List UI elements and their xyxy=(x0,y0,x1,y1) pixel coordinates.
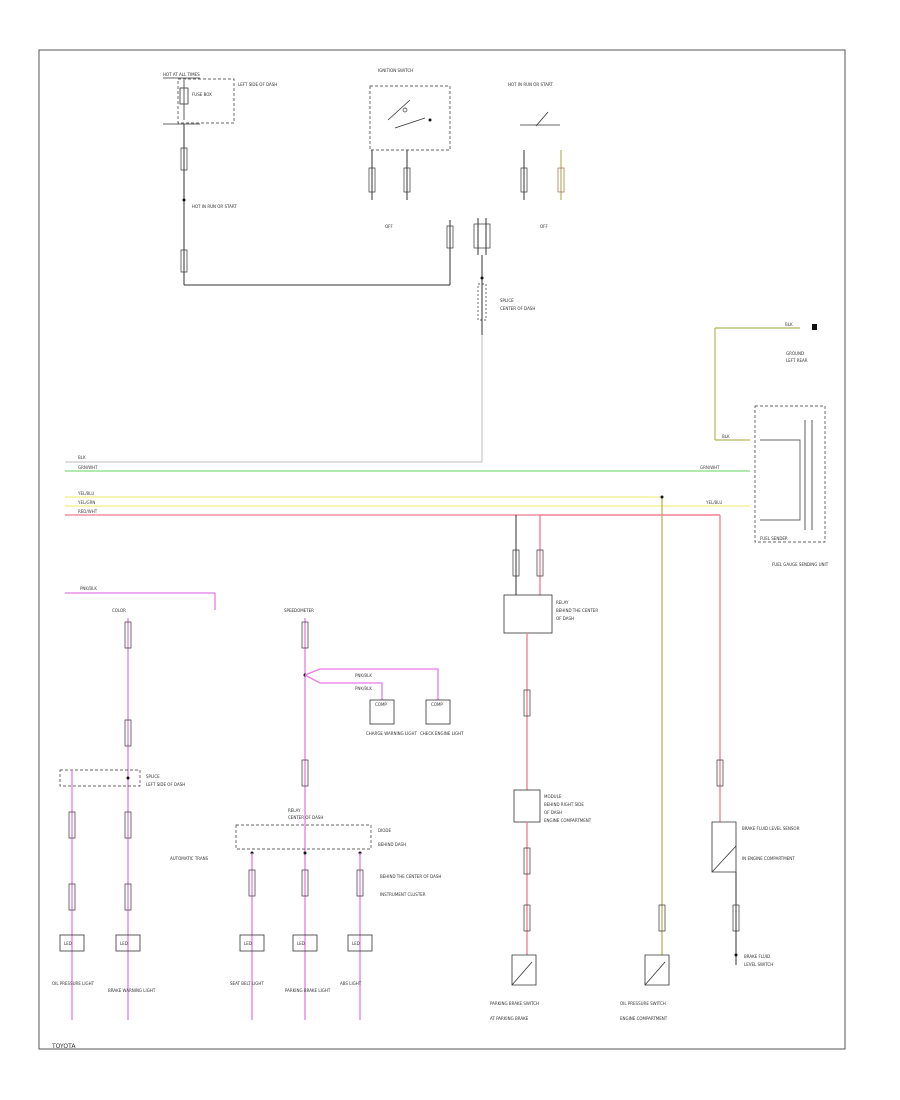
comp-module-label: MODULE xyxy=(544,794,562,799)
bottom-4-label: PARKING BRAKE LIGHT xyxy=(285,988,331,993)
left-pink-block: PNK/BLK COLOR SPLICE LEFT SIDE OF DASH xyxy=(59,586,216,1020)
splice-center-label: SPLICE xyxy=(500,298,514,303)
bottom-switch-c-label: BRAKE FLUID xyxy=(744,954,770,959)
center-location: CENTER OF DASH xyxy=(500,306,535,311)
bottom-4-tag: LED xyxy=(297,941,305,946)
bottom-3-tag: LED xyxy=(244,941,252,946)
wire-grn-wht-label: GRN/WHT xyxy=(78,465,98,470)
comp-b-tag: COMP xyxy=(431,702,443,707)
wire-blk-right2-label: BLK xyxy=(722,434,730,439)
fuel-sender-block: BLK GROUND LEFT REAR BLK GRN/WHT YEL/BLU… xyxy=(700,322,829,567)
fuel-gauge-unit-label: FUEL GAUGE SENDING UNIT xyxy=(772,562,829,567)
right-gauge-label: BRAKE FLUID LEVEL SENSOR xyxy=(742,826,800,831)
comp-b-label: CHECK ENGINE LIGHT xyxy=(420,731,464,736)
bottom-switch-b-label: OIL PRESSURE SWITCH xyxy=(620,1001,666,1006)
wire-pnk-center-label: PNK/BLK xyxy=(355,673,372,678)
second-switch-block: HOT IN RUN OR START OFF xyxy=(508,82,565,229)
splice-left-label: SPLICE xyxy=(146,774,160,779)
gnd-right-location: LEFT REAR xyxy=(786,358,808,363)
bottom-2-tag: LED xyxy=(120,941,128,946)
bottom-1-tag: LED xyxy=(64,941,72,946)
fuse-box-location: LEFT SIDE OF DASH xyxy=(238,82,277,87)
fuse-box-block: HOT AT ALL TIMES FUSE BOX LEFT SIDE OF D… xyxy=(163,72,454,286)
hot-at-all-times-label: HOT AT ALL TIMES xyxy=(163,72,200,77)
hot-run-start-label-2: HOT IN RUN OR START xyxy=(508,82,553,87)
wire-red-wht-label: RED/WHT xyxy=(78,509,98,514)
wire-blk-label: BLK xyxy=(78,455,86,460)
bottom-1-label: OIL PRESSURE LIGHT xyxy=(52,981,95,986)
diagram-footer: TOYOTA xyxy=(52,1043,76,1050)
bottom-switch-a-label: PARKING BRAKE SWITCH xyxy=(490,1001,539,1006)
bottom-switch-b-note: ENGINE COMPARTMENT xyxy=(620,1016,668,1021)
bottom-switch-a-note: AT PARKING BRAKE xyxy=(490,1016,529,1021)
center-connector: SPLICE CENTER OF DASH xyxy=(65,218,535,463)
bottom-5-tag: LED xyxy=(352,941,360,946)
speedometer-label: SPEEDOMETER xyxy=(284,608,314,613)
bus-wires: BLK GRN/WHT YEL/BLU YEL/GRN RED/WHT xyxy=(65,455,750,516)
off-label-1: OFF xyxy=(385,224,393,229)
rel-center-note: CENTER OF DASH xyxy=(288,815,323,820)
center-pink-block: SPEEDOMETER PNK/BLK PNK/BLK COMP COMP CH… xyxy=(170,608,464,1020)
diagram-border xyxy=(38,49,846,1050)
wire-pnk-center2-label: PNK/BLK xyxy=(355,686,372,691)
diode-center-location: BEHIND DASH xyxy=(378,842,406,847)
opt-note-2: INSTRUMENT CLUSTER xyxy=(380,892,426,897)
fuse-box-label: FUSE BOX xyxy=(192,92,212,97)
relay-module-block: RELAY BEHIND THE CENTER OF DASH MODULE B… xyxy=(503,514,720,955)
ignition-switch-block: IGNITION SWITCH OFF xyxy=(368,68,451,229)
comp-module-note: BEHIND RIGHT SIDE xyxy=(544,802,584,807)
auto-trans-label: AUTOMATIC TRANS xyxy=(170,856,209,861)
fuel-sender-label: FUEL SENDER xyxy=(760,536,788,541)
ignition-switch-label: IGNITION SWITCH xyxy=(378,68,413,73)
bottom-5-label: ABS LIGHT xyxy=(340,981,362,986)
wire-blk-right-label: BLK xyxy=(785,322,793,327)
bottom-switches: PARKING BRAKE SWITCH AT PARKING BRAKE OI… xyxy=(490,954,670,1021)
right-gauge-note: IN ENGINE COMPARTMENT xyxy=(742,856,795,861)
comp-relay-location: OF DASH xyxy=(556,616,574,621)
comp-module-location-2: ENGINE COMPARTMENT xyxy=(544,818,592,823)
cluster-color-label: COLOR xyxy=(112,608,126,613)
wire-grn-wht-right-label: GRN/WHT xyxy=(700,465,720,470)
opt-note-1: BEHIND THE CENTER OF DASH xyxy=(380,874,441,879)
left-mid-location: LEFT SIDE OF DASH xyxy=(146,782,185,787)
off-label-2: OFF xyxy=(540,224,548,229)
comp-relay-note: BEHIND THE CENTER xyxy=(556,608,598,613)
comp-relay-label: RELAY xyxy=(556,600,569,605)
comp-module-location: OF DASH xyxy=(544,810,562,815)
comp-a-tag: COMP xyxy=(375,702,387,707)
gnd-right-label: GROUND xyxy=(786,351,804,356)
hot-run-start-label: HOT IN RUN OR START xyxy=(192,204,237,209)
diode-center-label: DIODE xyxy=(378,828,391,833)
wire-yel-blu-label: YEL/BLU xyxy=(77,491,94,496)
right-verticals: BRAKE FLUID LEVEL SENSOR IN ENGINE COMPA… xyxy=(658,495,800,967)
wire-yel-grn-label: YEL/GRN xyxy=(77,500,95,505)
bottom-2-label: BRAKE WARNING LIGHT xyxy=(108,988,156,993)
rel-center-label: RELAY xyxy=(288,808,301,813)
wire-pnk-blk-label: PNK/BLK xyxy=(80,586,97,591)
wire-yel-blu-right-label: YEL/BLU xyxy=(705,500,722,505)
bottom-3-label: SEAT BELT LIGHT xyxy=(230,981,264,986)
bottom-switch-c-note: LEVEL SWITCH xyxy=(744,962,773,967)
comp-a-label: CHARGE WARNING LIGHT xyxy=(366,731,418,736)
bottom-bulbs: LED LED LED LED LED OIL PRESSURE LIGHT B… xyxy=(52,934,373,993)
